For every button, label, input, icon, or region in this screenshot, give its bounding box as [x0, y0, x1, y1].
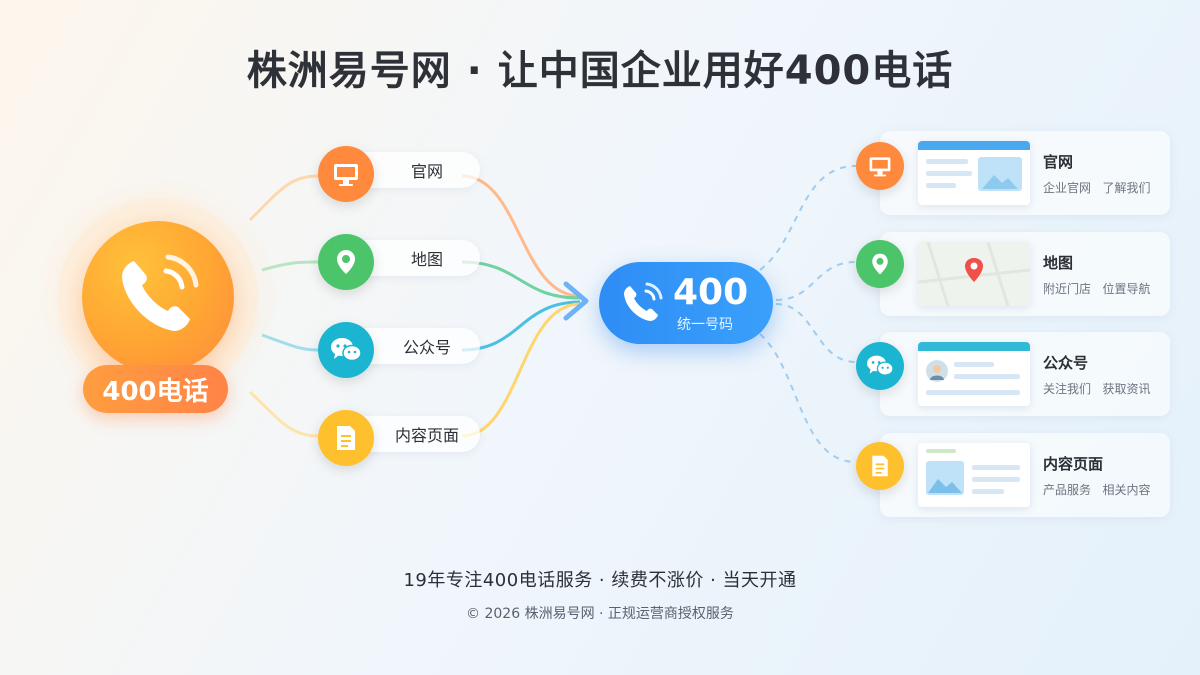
right-card-website[interactable]: 官网 企业官网 了解我们	[880, 131, 1170, 215]
document-icon	[872, 455, 888, 477]
left-node-website[interactable]: 官网	[318, 146, 480, 202]
document-icon	[337, 426, 355, 450]
map-pin-icon	[337, 250, 355, 274]
right-circle-content	[856, 442, 904, 490]
right-card-map[interactable]: 地图 附近门店 位置导航	[880, 232, 1170, 316]
monitor-icon	[869, 157, 891, 177]
right-card-content[interactable]: 内容页面 产品服务 相关内容	[880, 433, 1170, 517]
left-node-circle	[318, 322, 374, 378]
footer-slogan: 19年专注400电话服务 · 续费不涨价 · 当天开通	[403, 570, 797, 591]
card-description: 产品服务 相关内容	[1043, 483, 1151, 497]
card-description: 关注我们 获取资讯	[1043, 382, 1151, 396]
hub-phone-circle	[82, 221, 234, 373]
right-circle-map	[856, 240, 904, 288]
card-title: 公众号	[1043, 354, 1089, 372]
center-subtitle: 统一号码	[677, 317, 733, 333]
left-node-wechat[interactable]: 公众号	[318, 322, 480, 378]
website-thumbnail	[918, 141, 1030, 205]
card-title: 内容页面	[1043, 455, 1104, 473]
footer-copyright: © 2026 株洲易号网 · 正规运营商授权服务	[466, 606, 734, 622]
hub-label: 400电话	[83, 365, 228, 413]
card-title: 地图	[1043, 254, 1074, 272]
content-thumbnail	[918, 443, 1030, 507]
left-node-circle	[318, 410, 374, 466]
right-card-wechat[interactable]: 公众号 关注我们 获取资讯	[880, 332, 1170, 416]
map-pin-icon	[872, 253, 888, 275]
map-thumbnail	[918, 242, 1030, 306]
card-description: 附近门店 位置导航	[1043, 282, 1151, 296]
left-node-circle	[318, 146, 374, 202]
monitor-icon	[334, 164, 358, 186]
center-number-badge: 400 统一号码	[599, 262, 773, 344]
right-circle-website	[856, 142, 904, 190]
wechat-icon	[331, 338, 362, 362]
page-title: 株洲易号网 · 让中国企业用好400电话	[246, 48, 954, 94]
right-circle-wechat	[856, 342, 904, 390]
card-description: 企业官网 了解我们	[1043, 181, 1151, 195]
phone-icon	[122, 254, 199, 331]
left-node-map[interactable]: 地图	[318, 234, 480, 290]
center-number: 400	[673, 272, 749, 313]
wechat-icon	[867, 355, 894, 376]
left-node-circle	[318, 234, 374, 290]
card-title: 官网	[1043, 153, 1074, 171]
left-node-content[interactable]: 内容页面	[318, 410, 480, 466]
phone-icon	[624, 282, 663, 321]
wechat-thumbnail	[918, 342, 1030, 406]
